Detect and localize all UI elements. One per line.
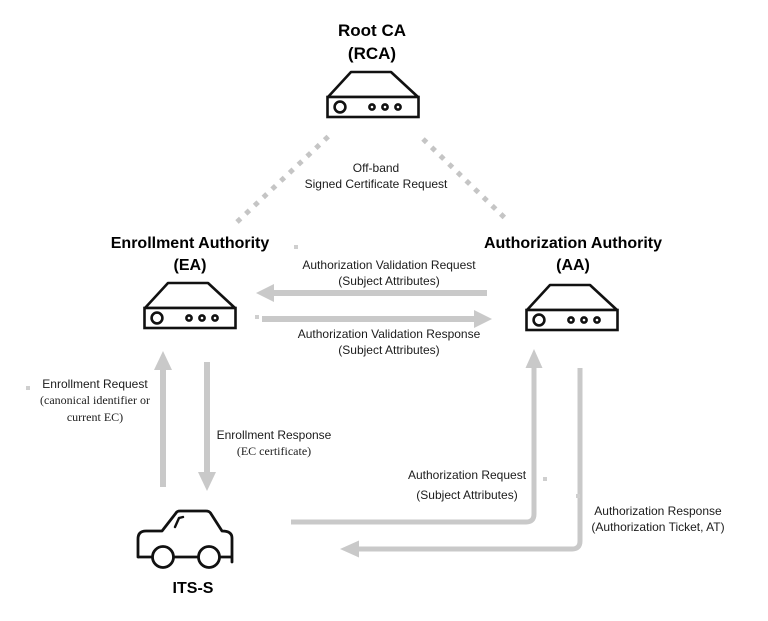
- offband-line2: Signed Certificate Request: [304, 177, 448, 192]
- stray-dash: [543, 477, 547, 481]
- offband-line1: Off-band: [352, 161, 400, 175]
- auth-resp-line1: Authorization Response: [594, 504, 722, 518]
- authorization-response-arrow: [340, 368, 583, 558]
- offband-dashed-line-right: [421, 137, 510, 223]
- aa-title-line2: (AA): [556, 257, 590, 275]
- root-ca-title: Root CA (RCA): [338, 19, 406, 66]
- avresp-line2: (Subject Attributes): [338, 343, 440, 358]
- ea-title: Enrollment Authority (EA): [111, 233, 270, 277]
- aa-title-line1: Authorization Authority: [483, 235, 663, 252]
- car-icon: [136, 509, 234, 569]
- stray-dash: [26, 386, 30, 390]
- root-ca-title-line1: Root CA: [338, 21, 406, 40]
- authorization-request-arrow: [291, 349, 543, 525]
- authorization-validation-response-arrow: [262, 310, 492, 328]
- authorization-validation-request-arrow: [256, 284, 487, 302]
- stray-dash: [255, 315, 259, 319]
- enrollment-response-arrow: [198, 362, 216, 491]
- auth-req-line2: (Subject Attributes): [416, 487, 518, 502]
- authorization-request-label: Authorization Request (Subject Attribute…: [408, 466, 526, 506]
- avr-line2: (Subject Attributes): [338, 274, 440, 289]
- avresp-line1: Authorization Validation Response: [297, 327, 481, 341]
- enroll-resp-line2: (EC certificate): [236, 444, 312, 459]
- ea-title-line2: (EA): [173, 257, 207, 275]
- aa-title: Authorization Authority (AA): [484, 233, 662, 277]
- its-s-title: ITS-S: [173, 578, 214, 600]
- enroll-req-line1: Enrollment Request: [42, 377, 148, 391]
- authorization-validation-request-label: Authorization Validation Request (Subjec…: [302, 257, 475, 290]
- enroll-req-line3: current EC): [66, 409, 124, 424]
- auth-resp-line2: (Authorization Ticket, AT): [591, 520, 725, 535]
- authorization-response-label: Authorization Response (Authorization Ti…: [591, 503, 724, 536]
- offband-label: Off-band Signed Certificate Request: [305, 160, 448, 193]
- avr-line1: Authorization Validation Request: [302, 258, 476, 272]
- server-icon: [143, 281, 237, 330]
- auth-req-line1: Authorization Request: [407, 468, 527, 482]
- authorization-validation-response-label: Authorization Validation Response (Subje…: [298, 326, 481, 359]
- server-icon: [525, 283, 619, 332]
- ea-title-line1: Enrollment Authority: [110, 235, 270, 252]
- server-icon: [326, 70, 420, 119]
- stray-dash: [294, 245, 298, 249]
- enrollment-response-label: Enrollment Response (EC certificate): [217, 427, 332, 460]
- enroll-req-line2: (canonical identifier or: [40, 393, 150, 408]
- stray-dash: [576, 494, 580, 498]
- enroll-resp-line1: Enrollment Response: [216, 428, 332, 442]
- root-ca-title-line2: (RCA): [347, 44, 397, 64]
- offband-dashed-line-left: [235, 131, 334, 224]
- enrollment-request-arrow: [154, 351, 172, 487]
- enrollment-request-label: Enrollment Request (canonical identifier…: [40, 376, 150, 425]
- its-s-title-line1: ITS-S: [172, 580, 214, 597]
